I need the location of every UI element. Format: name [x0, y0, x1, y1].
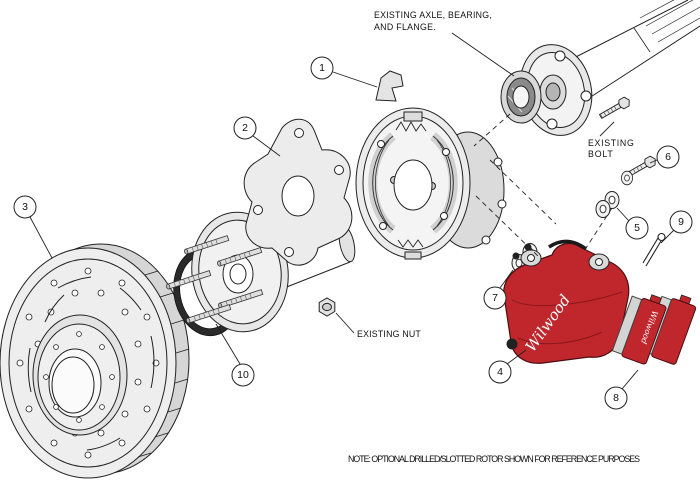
rotor-vane-ticks	[137, 270, 190, 458]
callout-1-backing-plate: 1	[310, 56, 334, 80]
axle-bearing	[500, 70, 542, 124]
shoe-adjuster	[404, 251, 422, 260]
svg-text:8: 8	[613, 392, 619, 404]
shoe-springs	[395, 121, 427, 248]
pad-friction-front	[611, 295, 643, 355]
axle-label-line1: EXISTING AXLE, BEARING,	[374, 10, 492, 20]
callout-2-bracket: 2	[233, 116, 257, 140]
nut-label: EXISTING NUT	[357, 329, 421, 339]
cotter-pin	[642, 232, 666, 267]
svg-text:2: 2	[242, 122, 248, 134]
axle-flange-studs	[165, 211, 289, 333]
projection-lines	[473, 113, 613, 259]
rotor-slots	[27, 276, 155, 451]
crossover-tube	[548, 239, 588, 251]
axle-label-line2: AND FLANGE.	[374, 22, 436, 32]
svg-text:3: 3	[22, 201, 28, 213]
svg-text:9: 9	[678, 216, 684, 228]
reference-note: NOTE: OPTIONAL DRILLED/SLOTTED ROTOR SHO…	[348, 454, 640, 464]
rotor-hat	[32, 314, 128, 436]
caliper: Wilwood	[503, 239, 630, 364]
callout-4-caliper: 4	[488, 360, 512, 384]
washers-item5	[595, 191, 620, 218]
axle-splines	[639, 0, 700, 43]
existing-nut	[318, 297, 336, 317]
svg-text:6: 6	[665, 151, 671, 163]
rotor-drilled-slotted	[0, 243, 190, 479]
bolt-washer	[621, 170, 633, 186]
callout-8-pads: 8	[604, 386, 628, 410]
shoe-anchor	[403, 111, 423, 122]
cable-bracket-tab	[375, 70, 404, 102]
callout-7-shims: 7	[483, 286, 507, 310]
text-labels: EXISTING AXLE, BEARING, AND FLANGE. EXIS…	[348, 10, 640, 464]
bleed-screw	[512, 252, 520, 260]
callout-9-cotter-pin: 9	[669, 210, 693, 234]
leader-lines	[29, 32, 675, 390]
svg-text:10: 10	[237, 369, 249, 381]
existing-bolt-part	[597, 95, 633, 122]
axle-shaft	[561, 0, 700, 101]
callout-6-bolt: 6	[656, 145, 680, 169]
callout-5-washers: 5	[625, 216, 649, 240]
callout-3-rotor: 3	[13, 195, 37, 219]
svg-text:7: 7	[492, 292, 498, 304]
axle-assembly	[500, 0, 700, 136]
callouts: 1 2 3 4 5 6 7 8	[13, 56, 693, 410]
callout-10-gasket: 10	[231, 363, 255, 387]
bolt-label-line2: BOLT	[588, 149, 613, 159]
inlet-fitting	[506, 338, 518, 350]
svg-text:4: 4	[497, 366, 503, 378]
svg-text:5: 5	[634, 222, 640, 234]
backing-plate-assembly	[355, 70, 507, 260]
rotor-hat-holes	[43, 331, 115, 423]
axle-bearing-flange	[519, 44, 593, 136]
svg-text:1: 1	[319, 62, 325, 74]
mounting-bracket	[243, 118, 353, 266]
brake-pads: Wilwood	[611, 294, 697, 365]
bolt-label-line1: EXISTING	[588, 138, 634, 148]
